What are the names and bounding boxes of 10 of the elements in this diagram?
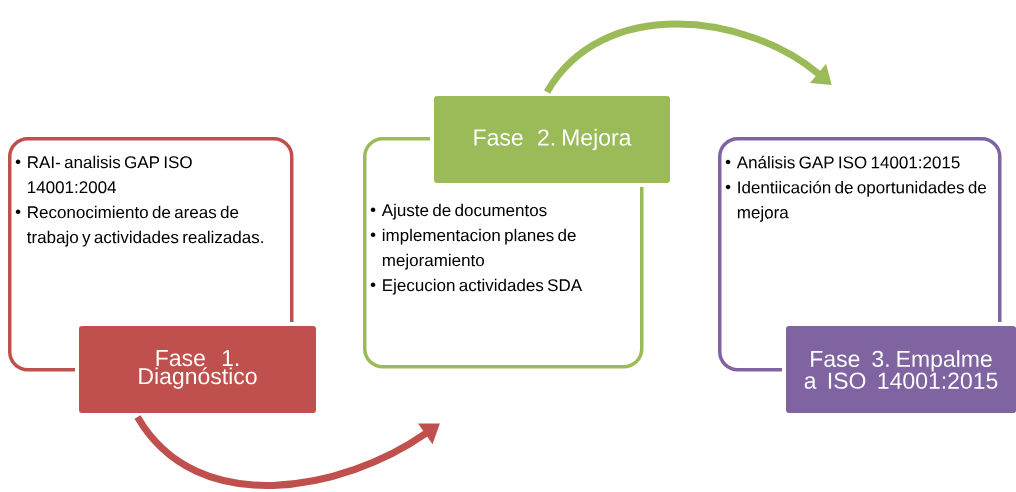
bullet-item: Ejecucion actividades SDA <box>370 278 583 295</box>
bullet-item: Ajuste de documentos <box>370 203 547 220</box>
phase-box: Fase 3. Empalme a ISO 14001:2015 <box>782 322 1016 417</box>
bullet-item: Reconocimiento de areas de trabajo y actividades realizadas. <box>15 205 263 247</box>
phase-box: Fase 2. Mejora <box>430 92 674 187</box>
bullet-item: RAI- analisis GAP ISO 14001:2004 <box>15 155 192 194</box>
bullet-item: implementacion planes de mejoramiento <box>370 228 576 270</box>
bullet-item: Identiicación de oportunidades de mejora <box>725 180 987 222</box>
phase-box: Fase 1. Diagnóstico <box>75 322 320 417</box>
bullet-item: Análisis GAP ISO 14001:2015 <box>725 155 960 169</box>
